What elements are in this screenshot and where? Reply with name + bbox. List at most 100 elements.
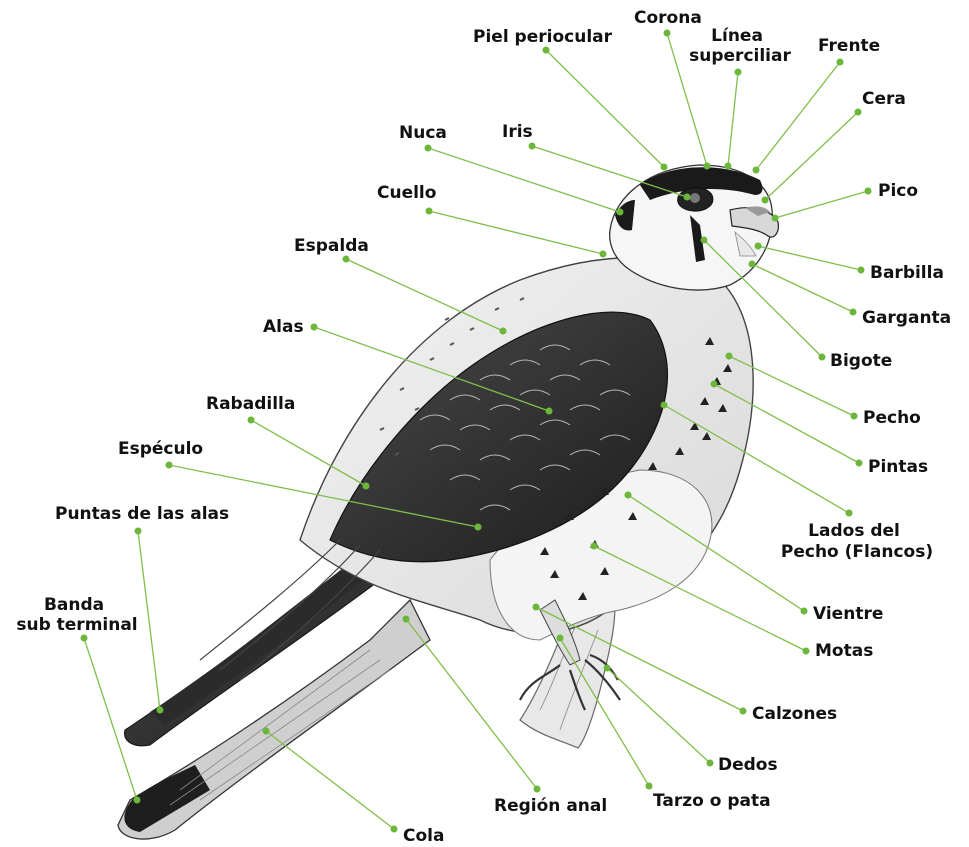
dot: [591, 543, 598, 550]
label-pecho: Pecho: [863, 408, 921, 428]
dot: [475, 524, 482, 531]
dot: [749, 261, 756, 268]
leader-cera: [765, 112, 858, 200]
dot: [343, 256, 350, 263]
label-linea-superciliar: Línea superciliar: [689, 26, 791, 66]
leader-pico: [775, 191, 868, 218]
label-rabadilla: Rabadilla: [206, 394, 295, 414]
label-lados-pecho: Lados del Pecho (Flancos): [781, 521, 933, 562]
dot: [403, 616, 410, 623]
dot: [534, 786, 541, 793]
dot: [735, 69, 742, 76]
label-cola: Cola: [403, 826, 444, 846]
iris: [690, 193, 700, 203]
leader-espalda: [346, 259, 503, 331]
label-lados-pecho-line2: Pecho (Flancos): [781, 542, 933, 562]
leader-region-anal: [406, 619, 537, 789]
dot: [772, 215, 779, 222]
leader-nuca: [428, 148, 620, 212]
dot: [850, 309, 857, 316]
dot: [846, 510, 853, 517]
label-banda: Banda sub terminal: [16, 595, 137, 635]
label-tarzo: Tarzo o pata: [653, 791, 771, 811]
dot: [711, 381, 718, 388]
label-linea-superciliar-line2: superciliar: [689, 46, 791, 66]
leader-cuello: [429, 211, 603, 254]
leader-garganta: [752, 264, 853, 312]
leader-piel-periocular: [546, 50, 664, 167]
dot: [500, 328, 507, 335]
leader-banda: [84, 638, 137, 800]
dot: [661, 402, 668, 409]
leader-linea-superciliar: [728, 72, 738, 166]
dot: [855, 109, 862, 116]
dot: [135, 528, 142, 535]
label-vientre: Vientre: [813, 604, 883, 624]
dot: [166, 462, 173, 469]
label-region-anal: Región anal: [494, 796, 607, 816]
dot: [646, 783, 653, 790]
label-banda-line2: sub terminal: [16, 615, 137, 635]
dot: [81, 635, 88, 642]
dot: [701, 237, 708, 244]
label-pico: Pico: [878, 181, 918, 201]
dot: [557, 635, 564, 642]
dot: [546, 408, 553, 415]
label-dedos: Dedos: [718, 755, 778, 775]
label-frente: Frente: [818, 36, 880, 56]
label-linea-superciliar-line1: Línea: [711, 26, 763, 46]
leader-cola: [266, 731, 394, 829]
leader-barbilla: [758, 246, 861, 270]
label-piel-periocular: Piel periocular: [473, 27, 613, 47]
leader-frente: [756, 62, 840, 170]
dot: [726, 353, 733, 360]
dot: [837, 59, 844, 66]
dot: [803, 648, 810, 655]
dot: [617, 209, 624, 216]
kestrel-illustration: [118, 165, 778, 839]
dot: [865, 188, 872, 195]
dot: [363, 483, 370, 490]
dot: [426, 208, 433, 215]
label-calzones: Calzones: [752, 704, 837, 724]
dot: [851, 413, 858, 420]
dot: [801, 608, 808, 615]
label-lados-pecho-line1: Lados del: [808, 521, 900, 541]
label-bigote: Bigote: [830, 351, 892, 371]
dot: [755, 243, 762, 250]
dot: [248, 417, 255, 424]
dot: [600, 251, 607, 258]
dot: [425, 145, 432, 152]
label-pintas: Pintas: [868, 457, 928, 477]
dot: [762, 197, 769, 204]
dot: [661, 164, 668, 171]
label-garganta: Garganta: [862, 308, 951, 328]
dot: [263, 728, 270, 735]
dot: [684, 194, 691, 201]
label-especulo: Espéculo: [118, 439, 203, 459]
label-puntas-alas: Puntas de las alas: [55, 504, 229, 524]
label-barbilla: Barbilla: [870, 263, 944, 283]
dot: [543, 47, 550, 54]
dot: [725, 163, 732, 170]
label-corona: Corona: [634, 8, 702, 28]
dot: [134, 797, 141, 804]
dot: [704, 163, 711, 170]
dot: [625, 492, 632, 499]
dot: [533, 604, 540, 611]
dot: [311, 324, 318, 331]
dot: [157, 707, 164, 714]
label-cera: Cera: [862, 89, 906, 109]
dot: [604, 665, 611, 672]
leader-dedos: [607, 668, 710, 763]
label-cuello: Cuello: [377, 183, 436, 203]
label-espalda: Espalda: [294, 236, 369, 256]
dot: [740, 708, 747, 715]
label-banda-line1: Banda: [44, 595, 104, 615]
label-iris: Iris: [502, 122, 533, 142]
label-motas: Motas: [815, 641, 873, 661]
dot: [529, 143, 536, 150]
label-alas: Alas: [263, 317, 304, 337]
label-nuca: Nuca: [399, 123, 447, 143]
